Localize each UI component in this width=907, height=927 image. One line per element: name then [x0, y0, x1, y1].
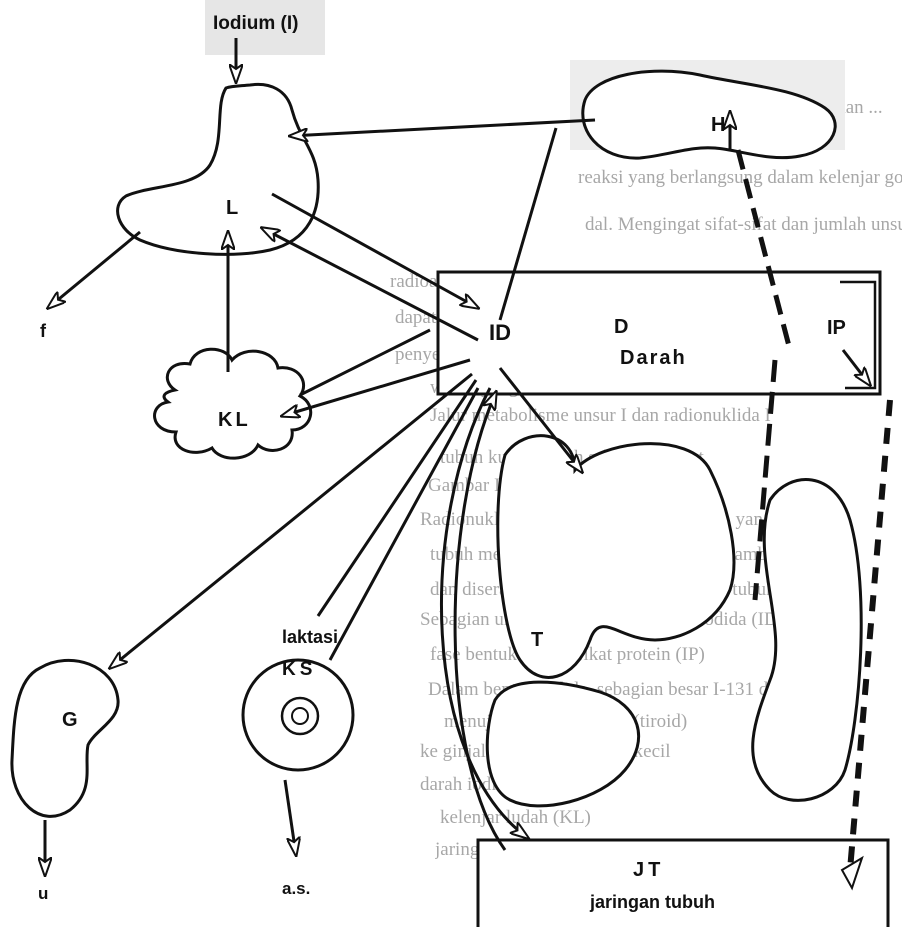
arrow-stomach-to-id: [272, 194, 478, 308]
label-t: T: [531, 630, 543, 650]
label-l: L: [226, 198, 238, 218]
label-g: G: [62, 710, 78, 730]
arrow-kl-to-id: [300, 330, 430, 395]
label-iodium: Iodium (I): [213, 14, 298, 33]
label-laktasi: laktasi: [282, 628, 338, 646]
label-ks: KS: [282, 660, 316, 679]
label-f: f: [40, 322, 46, 340]
label-jt: JT: [633, 860, 664, 880]
kidney-shape: [12, 660, 118, 816]
thyroid-lower-lobe: [487, 682, 638, 806]
label-kl: KL: [218, 410, 251, 430]
label-as: a.s.: [282, 880, 310, 897]
label-darah: Darah: [620, 348, 687, 368]
label-d: D: [614, 317, 628, 337]
label-u: u: [38, 885, 48, 902]
arrow-stomach-to-f: [48, 232, 140, 308]
label-h: H: [711, 115, 725, 135]
stomach-shape: [118, 84, 319, 254]
arrow-h-to-stomach: [290, 120, 595, 136]
muscle-tissue-shape: [753, 480, 862, 801]
label-ip: IP: [827, 318, 846, 338]
label-id: ID: [489, 322, 511, 344]
ks-circle-inner: [292, 708, 308, 724]
label-jaringan-tubuh: jaringan tubuh: [590, 893, 715, 911]
salivary-gland-cloud: [155, 349, 311, 458]
arrow-ks-to-as: [285, 780, 296, 855]
body-tissue-box: [478, 840, 888, 927]
